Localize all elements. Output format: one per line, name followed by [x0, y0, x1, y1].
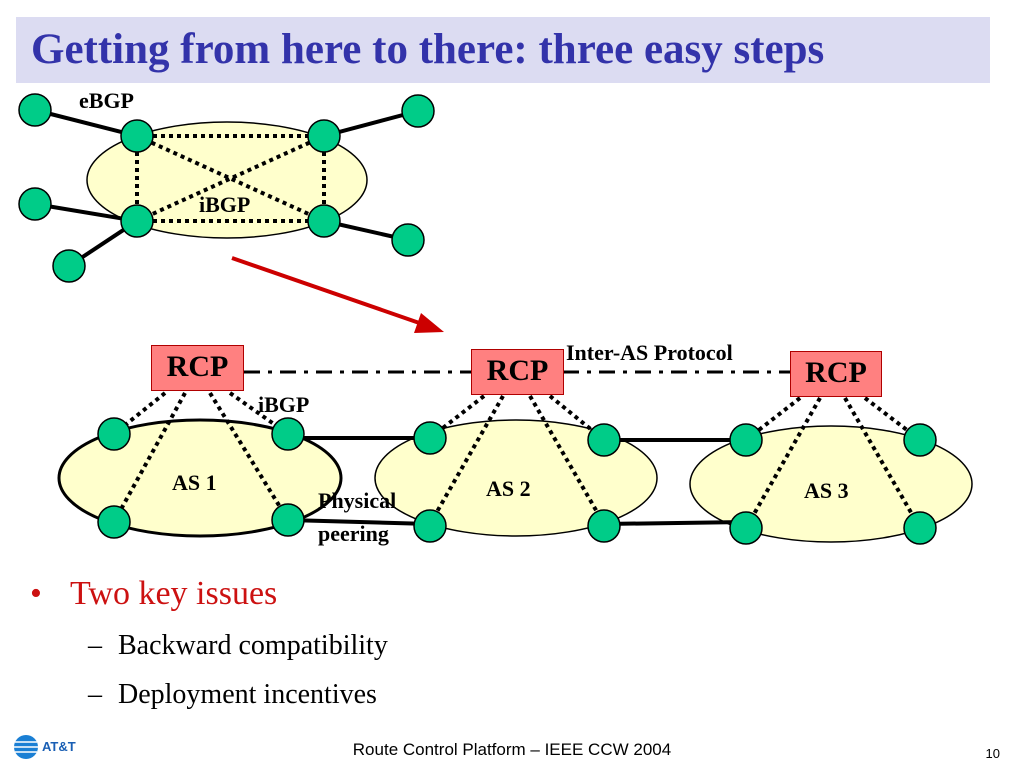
router-node: [307, 119, 341, 153]
as1-label: AS 1: [172, 470, 217, 495]
router-node: [97, 505, 131, 539]
ibgp-link: [136, 134, 325, 223]
slide-footer: Route Control Platform – IEEE CCW 2004: [352, 740, 672, 759]
rcp-ibgp-link: [843, 397, 922, 529]
transition-arrow: [231, 256, 429, 328]
router-node: [587, 509, 621, 543]
physical-peering-link: [603, 520, 747, 526]
router-node: [271, 503, 305, 537]
slide-title: Getting from here to there: three easy s…: [31, 26, 825, 73]
ibgp-link: [136, 134, 325, 223]
sub-bullet: –Deployment incentives: [88, 677, 377, 713]
router-node: [120, 204, 154, 238]
att-logo-icon: [14, 735, 38, 759]
title-bar: [16, 17, 990, 83]
logo-text: AT&T: [42, 739, 76, 754]
router-node: [729, 423, 763, 457]
rcp-ibgp-link: [208, 391, 290, 522]
bullet-dot-icon: •: [30, 575, 42, 612]
router-node: [587, 423, 621, 457]
router-node: [729, 511, 763, 545]
router-node: [413, 509, 447, 543]
dash-icon: –: [88, 630, 102, 661]
peering-label: peering: [318, 521, 389, 546]
rcp-ibgp-link: [744, 397, 822, 529]
rcp-box-as2: RCP: [471, 349, 564, 395]
as3-ellipse: [689, 425, 973, 543]
page-number: 10: [985, 746, 1000, 761]
as3-label: AS 3: [804, 478, 849, 503]
ebgp-link: [34, 108, 138, 138]
sub-bullet-text: Deployment incentives: [118, 679, 377, 710]
router-node: [18, 187, 52, 221]
sub-bullet: –Backward compatibility: [88, 628, 388, 664]
rcp-box-as1: RCP: [151, 345, 244, 391]
physical-peering-link: [287, 518, 431, 526]
bullet-main: • Two key issues: [30, 572, 277, 616]
router-node: [903, 511, 937, 545]
bullet-main-text: Two key issues: [70, 575, 278, 612]
transition-arrowhead: [414, 313, 444, 333]
inter-as-protocol-label: Inter-AS Protocol: [566, 340, 733, 365]
rcp-ibgp-link: [112, 392, 187, 523]
physical-label: Physical: [318, 488, 397, 513]
router-node: [903, 423, 937, 457]
rcp-ibgp-link: [428, 395, 505, 525]
router-node: [271, 417, 305, 451]
rcp-box-as3: RCP: [790, 351, 882, 397]
rcp-ibgp-link: [528, 394, 606, 526]
router-node: [391, 223, 425, 257]
as2-label: AS 2: [486, 476, 531, 501]
router-node: [120, 119, 154, 153]
as1-ellipse: [57, 418, 343, 538]
ebgp-label: eBGP: [79, 88, 134, 113]
ibgp-label-bottom: iBGP: [258, 392, 310, 417]
router-node: [52, 249, 86, 283]
dash-icon: –: [88, 679, 102, 710]
router-node: [413, 421, 447, 455]
router-node: [307, 204, 341, 238]
router-node: [97, 417, 131, 451]
rcp-ibgp-link: [112, 391, 167, 436]
router-node: [18, 93, 52, 127]
router-node: [401, 94, 435, 128]
ebgp-link: [34, 202, 138, 223]
sub-bullet-text: Backward compatibility: [118, 630, 388, 661]
ibgp-label-top: iBGP: [199, 192, 251, 217]
as2-ellipse: [374, 419, 658, 537]
